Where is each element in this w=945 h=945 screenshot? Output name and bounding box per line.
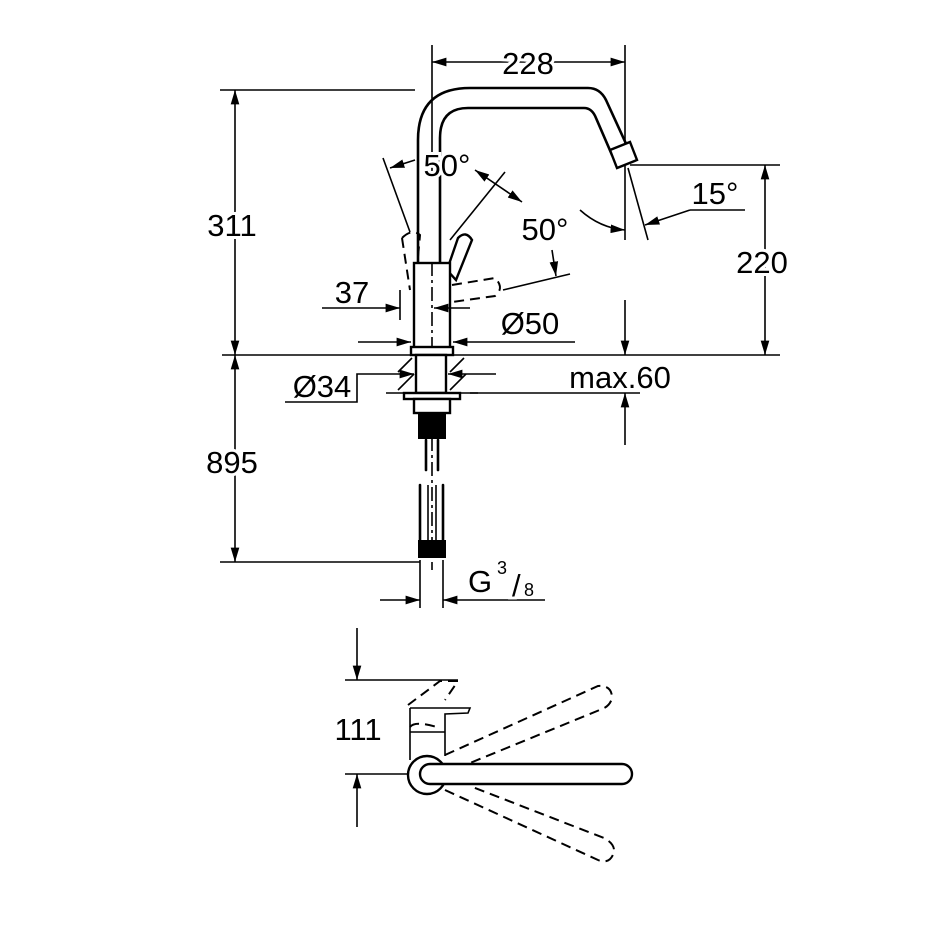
dim-spout-reach: 228 bbox=[431, 43, 626, 240]
dim-body-diameter: Ø50 bbox=[358, 303, 575, 347]
label-50-deg-left: 50° bbox=[424, 148, 471, 183]
label-diameter-50: Ø50 bbox=[501, 306, 560, 341]
dim-spout-angle: 15° bbox=[579, 167, 745, 241]
label-220: 220 bbox=[736, 245, 788, 280]
label-111: 111 bbox=[334, 712, 381, 747]
label-thread-denominator: 8 bbox=[524, 580, 534, 600]
dim-deck-thickness: max.60 bbox=[470, 300, 674, 445]
label-15-deg: 15° bbox=[692, 176, 739, 211]
faucet-body bbox=[386, 261, 478, 570]
dim-spout-height: 220 bbox=[630, 164, 791, 355]
dim-hose-length: 895 bbox=[203, 355, 420, 563]
label-diameter-34: Ø34 bbox=[293, 369, 352, 404]
label-895: 895 bbox=[206, 445, 258, 480]
label-thread-g: G bbox=[468, 564, 492, 599]
dim-lever-offset: 37 bbox=[322, 272, 470, 320]
label-37: 37 bbox=[335, 275, 369, 310]
label-thread-numerator: 3 bbox=[497, 558, 507, 578]
top-view: 111 bbox=[331, 628, 634, 863]
faucet-levers: 50° 50° bbox=[382, 145, 571, 303]
label-50-deg-right: 50° bbox=[522, 212, 569, 247]
label-max-60: max.60 bbox=[569, 360, 671, 395]
dim-total-height: 311 bbox=[204, 89, 415, 355]
thread-fraction-slash: / bbox=[512, 568, 521, 603]
faucet-spout bbox=[416, 86, 639, 264]
dim-hole-diameter: Ø34 bbox=[285, 366, 496, 407]
dim-connection-thread: G 3 / 8 bbox=[380, 555, 545, 608]
label-311: 311 bbox=[207, 208, 256, 243]
label-228: 228 bbox=[502, 46, 554, 81]
